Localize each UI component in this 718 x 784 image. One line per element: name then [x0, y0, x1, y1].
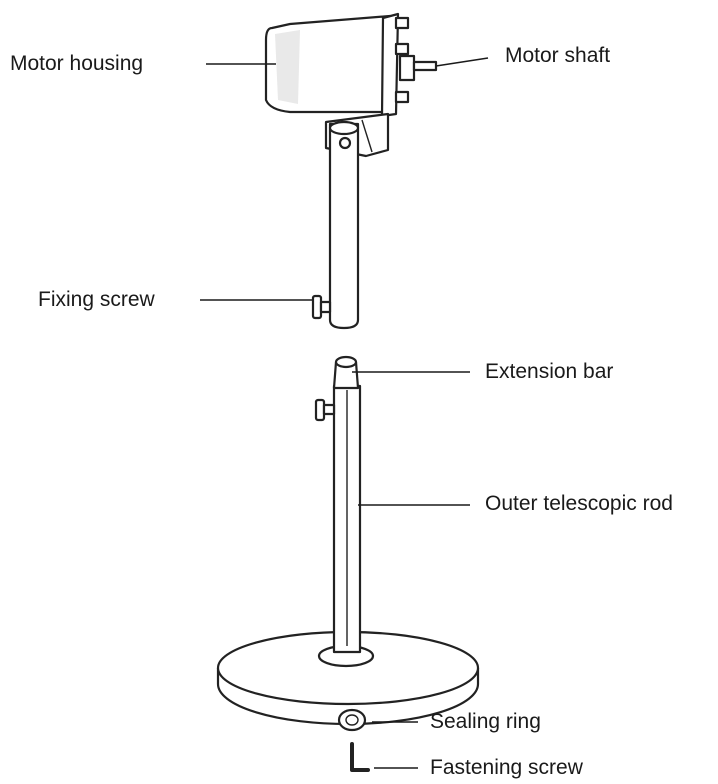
label-motor-shaft: Motor shaft [505, 44, 611, 67]
fixing-screw-shape [311, 294, 323, 320]
label-outer-telescopic-rod: Outer telescopic rod [485, 492, 673, 515]
leader-motor-shaft [435, 57, 489, 67]
sealing-ring-shape [337, 708, 367, 732]
fastening-screw-shape [350, 742, 370, 772]
leader-lines [200, 57, 489, 769]
label-sealing-ring: Sealing ring [430, 710, 541, 733]
stand-assembly [216, 355, 480, 772]
label-extension-bar: Extension bar [485, 360, 614, 383]
upper-pole-shape [328, 122, 360, 330]
label-motor-housing: Motor housing [10, 52, 144, 75]
label-fastening-screw: Fastening screw [430, 756, 583, 779]
motor-assembly [264, 12, 438, 330]
motor-shaft-shape [412, 60, 438, 72]
label-fixing-screw: Fixing screw [38, 288, 155, 311]
